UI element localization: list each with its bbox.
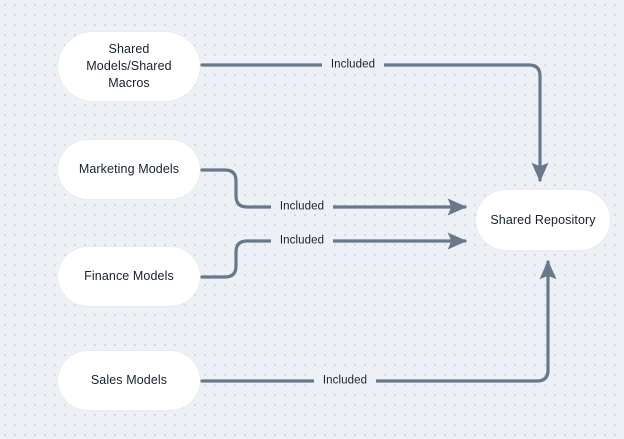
edge-path-shared-models: [200, 63, 549, 182]
edge-path-marketing-models: [200, 168, 467, 216]
edge-label-marketing-models: Included: [279, 200, 325, 213]
edge-label-finance-models: Included: [279, 234, 325, 247]
node-marketing-models[interactable]: Marketing Models: [58, 140, 200, 199]
node-shared-repository[interactable]: Shared Repository: [476, 190, 610, 250]
edge-label-mask-sales-models: [314, 374, 376, 388]
node-finance-models[interactable]: Finance Models: [58, 247, 200, 306]
node-label-finance-models: Finance Models: [84, 269, 174, 283]
node-label-marketing-models: Marketing Models: [78, 162, 180, 176]
node-label-sales-models: Sales Models: [90, 373, 168, 387]
edge-label-shared-models: Included: [330, 58, 376, 71]
node-label-shared-repository: Shared Repository: [490, 212, 596, 227]
edge-label-mask-marketing-models: [271, 200, 333, 214]
edge-path-finance-models: [200, 232, 467, 279]
edge-label-mask-shared-models: [322, 58, 384, 72]
node-label-shared-models: Shared Models/Shared Macros: [86, 42, 172, 90]
node-sales-models[interactable]: Sales Models: [58, 351, 200, 410]
node-shared-models[interactable]: Shared Models/Shared Macros: [58, 32, 200, 101]
edge-path-sales-models: [200, 260, 557, 383]
edge-label-sales-models: Included: [322, 374, 368, 387]
edge-label-mask-finance-models: [271, 234, 333, 248]
